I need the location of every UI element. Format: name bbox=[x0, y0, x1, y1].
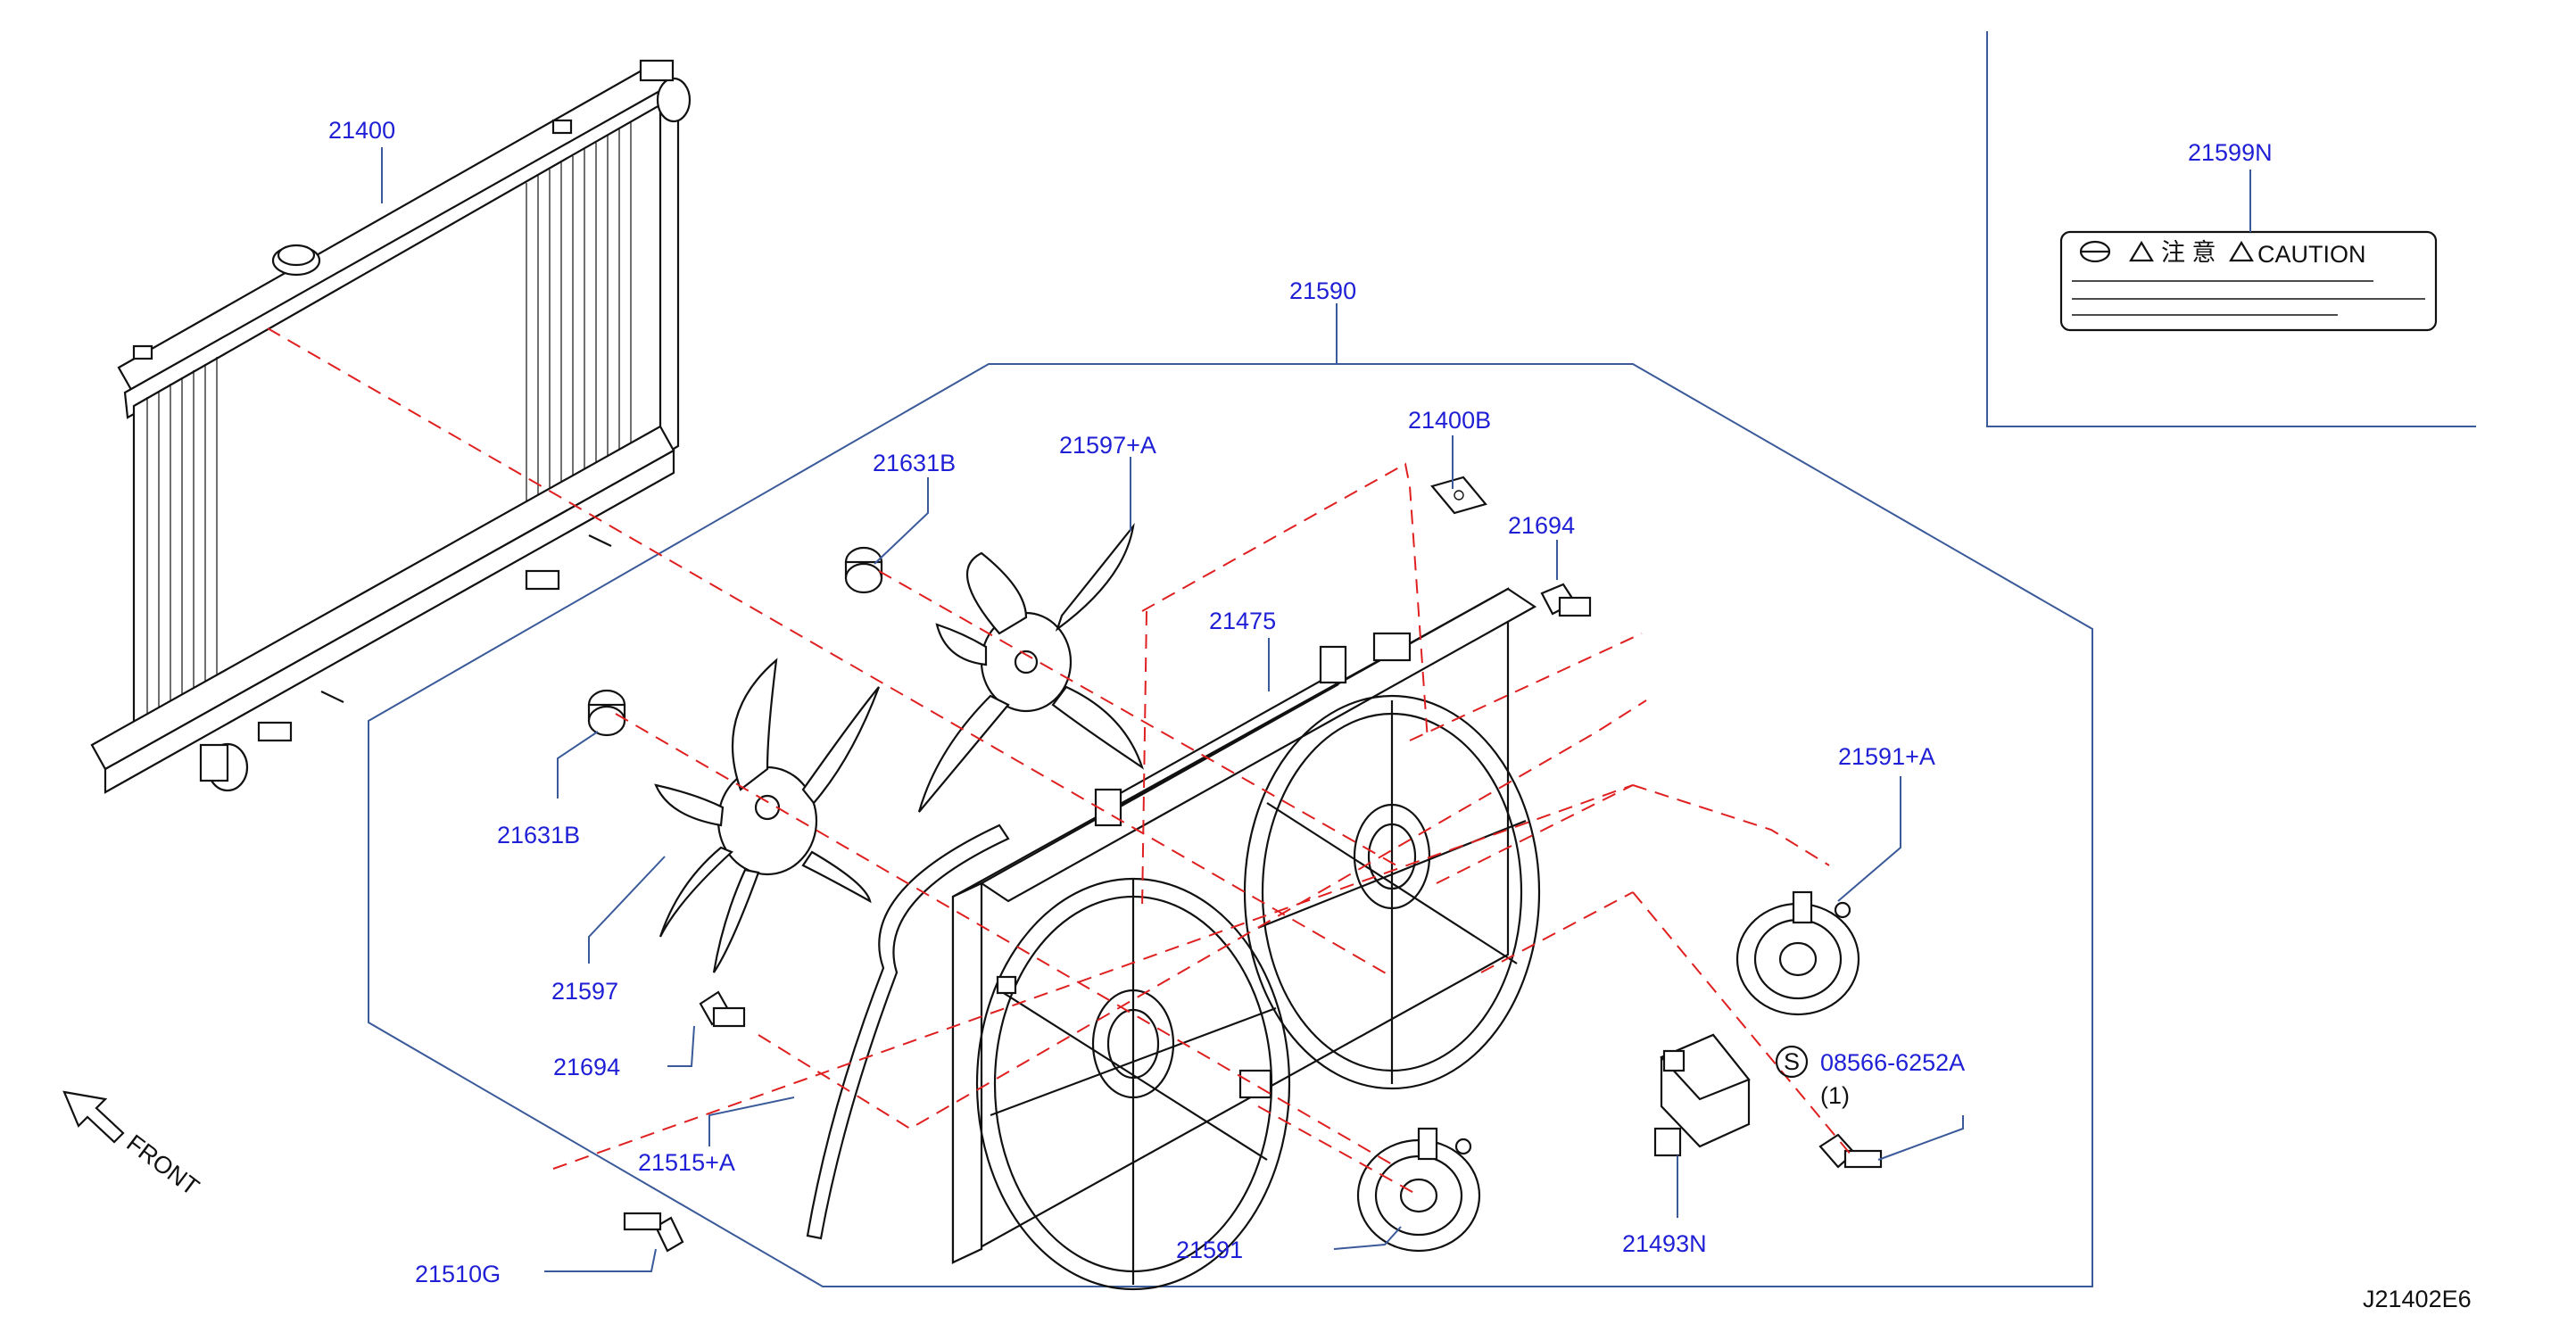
part-label-21694-upper: 21694 bbox=[1508, 512, 1575, 539]
part-label-21599N: 21599N bbox=[2188, 139, 2273, 166]
caution-label-glyphs: 注 意 bbox=[2161, 239, 2216, 266]
part-label-21400: 21400 bbox=[328, 117, 395, 144]
motor-21591-plus-a-drawing bbox=[1735, 890, 1860, 1016]
part-label-21631B-lower: 21631B bbox=[497, 822, 580, 848]
bolt-21694-lower-drawing bbox=[699, 990, 746, 1028]
radiator-drawing bbox=[90, 59, 692, 794]
part-label-21597: 21597 bbox=[551, 978, 618, 1005]
part-label-21631B-upper: 21631B bbox=[873, 450, 956, 476]
standard-part-icon bbox=[1775, 1045, 1809, 1079]
fan-shroud-drawing bbox=[951, 587, 1541, 1291]
assembly-21590-outline bbox=[368, 363, 2093, 1287]
part-label-21591: 21591 bbox=[1176, 1237, 1243, 1263]
bolt-08566-drawing bbox=[1818, 1133, 1883, 1169]
standard-part-prefix: S bbox=[1784, 1048, 1800, 1075]
part-label-21493N: 21493N bbox=[1622, 1230, 1707, 1257]
clip-21400B-drawing bbox=[1430, 476, 1487, 515]
part-label-21400B: 21400B bbox=[1408, 407, 1491, 434]
fan-21597-plus-a-drawing bbox=[917, 523, 1145, 813]
part-label-08566-6252A: 08566-6252A bbox=[1820, 1049, 1965, 1076]
nut-21631B-lower-drawing bbox=[587, 689, 626, 737]
caution-label-text: CAUTION bbox=[2257, 241, 2366, 268]
part-label-21515-plus-a: 21515+A bbox=[638, 1149, 735, 1176]
bolt-21510G-drawing bbox=[623, 1212, 684, 1253]
caution-label-21599N: 注 意 CAUTION bbox=[2059, 230, 2438, 332]
label-area-outline bbox=[1986, 31, 2476, 427]
part-label-21591-plus-a: 21591+A bbox=[1838, 743, 1935, 770]
part-label-21510G: 21510G bbox=[415, 1261, 501, 1287]
front-direction-indicator: FRONT bbox=[62, 1090, 204, 1201]
nut-21631B-upper-drawing bbox=[844, 546, 883, 594]
part-label-21597-plus-a: 21597+A bbox=[1059, 432, 1156, 459]
diagram-code: J21402E6 bbox=[2363, 1286, 2472, 1312]
hose-21515-plus-a-drawing bbox=[806, 823, 1010, 1240]
front-label: FRONT bbox=[121, 1130, 203, 1201]
part-label-21590: 21590 bbox=[1289, 277, 1356, 304]
part-qty-08566-6252A: (1) bbox=[1820, 1082, 1850, 1109]
part-label-08566-6252A-group: S 08566-6252A (1) bbox=[1775, 1045, 1965, 1109]
bolt-21694-upper-drawing bbox=[1540, 583, 1592, 617]
motor-21591-drawing bbox=[1356, 1127, 1481, 1253]
part-number-labels: 21400 21590 21599N 21400B 21631B 21597+A… bbox=[328, 117, 2273, 1287]
fan-21597-drawing bbox=[654, 658, 881, 973]
control-module-21493N-drawing bbox=[1653, 1033, 1751, 1157]
part-label-21694-lower: 21694 bbox=[553, 1054, 620, 1080]
part-label-21475: 21475 bbox=[1209, 608, 1276, 634]
front-arrow-icon bbox=[62, 1090, 125, 1144]
leader-lines bbox=[381, 147, 2251, 1272]
assembly-guide-lines bbox=[267, 327, 1852, 1196]
